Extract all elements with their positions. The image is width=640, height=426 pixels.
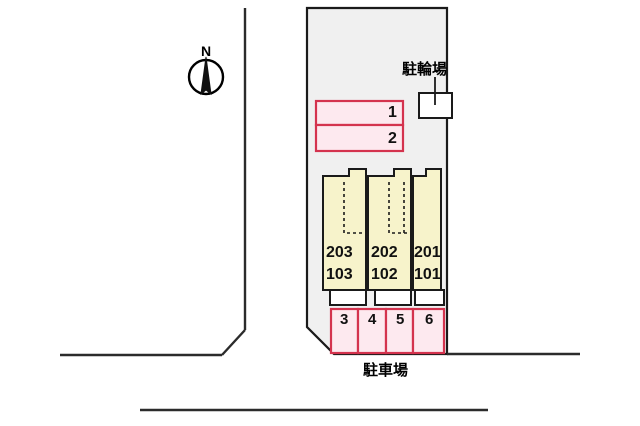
unit-label-202: 202 xyxy=(371,244,398,261)
balcony-box-right xyxy=(414,289,445,306)
unit-label-101: 101 xyxy=(414,266,441,283)
building-unit-201-101 xyxy=(412,168,442,291)
bicycle-parking-label: 駐輪場 xyxy=(402,60,448,78)
parking-stall-label-6: 6 xyxy=(425,311,434,328)
parking-stall-label-1: 1 xyxy=(388,104,397,121)
unit-label-103: 103 xyxy=(326,266,353,283)
balcony-box-left xyxy=(329,289,367,306)
parking-area-upper xyxy=(314,99,405,153)
parking-stall-6 xyxy=(411,307,446,355)
parking-stall-5 xyxy=(384,307,415,355)
parking-stall-label-3: 3 xyxy=(340,311,349,328)
car-parking-label: 駐車場 xyxy=(363,361,409,379)
parking-stall-4 xyxy=(356,307,388,355)
building-unit-203-103 xyxy=(322,168,367,291)
parking-area-lower xyxy=(329,307,446,355)
parking-stall-1 xyxy=(314,99,405,127)
building-interior-dashed-lines xyxy=(343,182,409,234)
compass-north-label: N xyxy=(201,43,212,59)
parking-stall-label-2: 2 xyxy=(388,130,397,147)
road-edge-chamfer xyxy=(221,329,246,356)
unit-label-201: 201 xyxy=(414,244,441,261)
building-unit-202-102 xyxy=(367,168,412,291)
parking-stall-label-5: 5 xyxy=(396,311,405,328)
balcony-box-middle xyxy=(374,289,412,306)
unit-label-102: 102 xyxy=(371,266,398,283)
north-arrow-icon xyxy=(187,56,225,96)
parking-stall-2 xyxy=(314,123,405,153)
parking-stall-3 xyxy=(329,307,360,355)
unit-label-203: 203 xyxy=(326,244,353,261)
parking-stall-label-4: 4 xyxy=(368,311,377,328)
apartment-building xyxy=(322,168,445,306)
